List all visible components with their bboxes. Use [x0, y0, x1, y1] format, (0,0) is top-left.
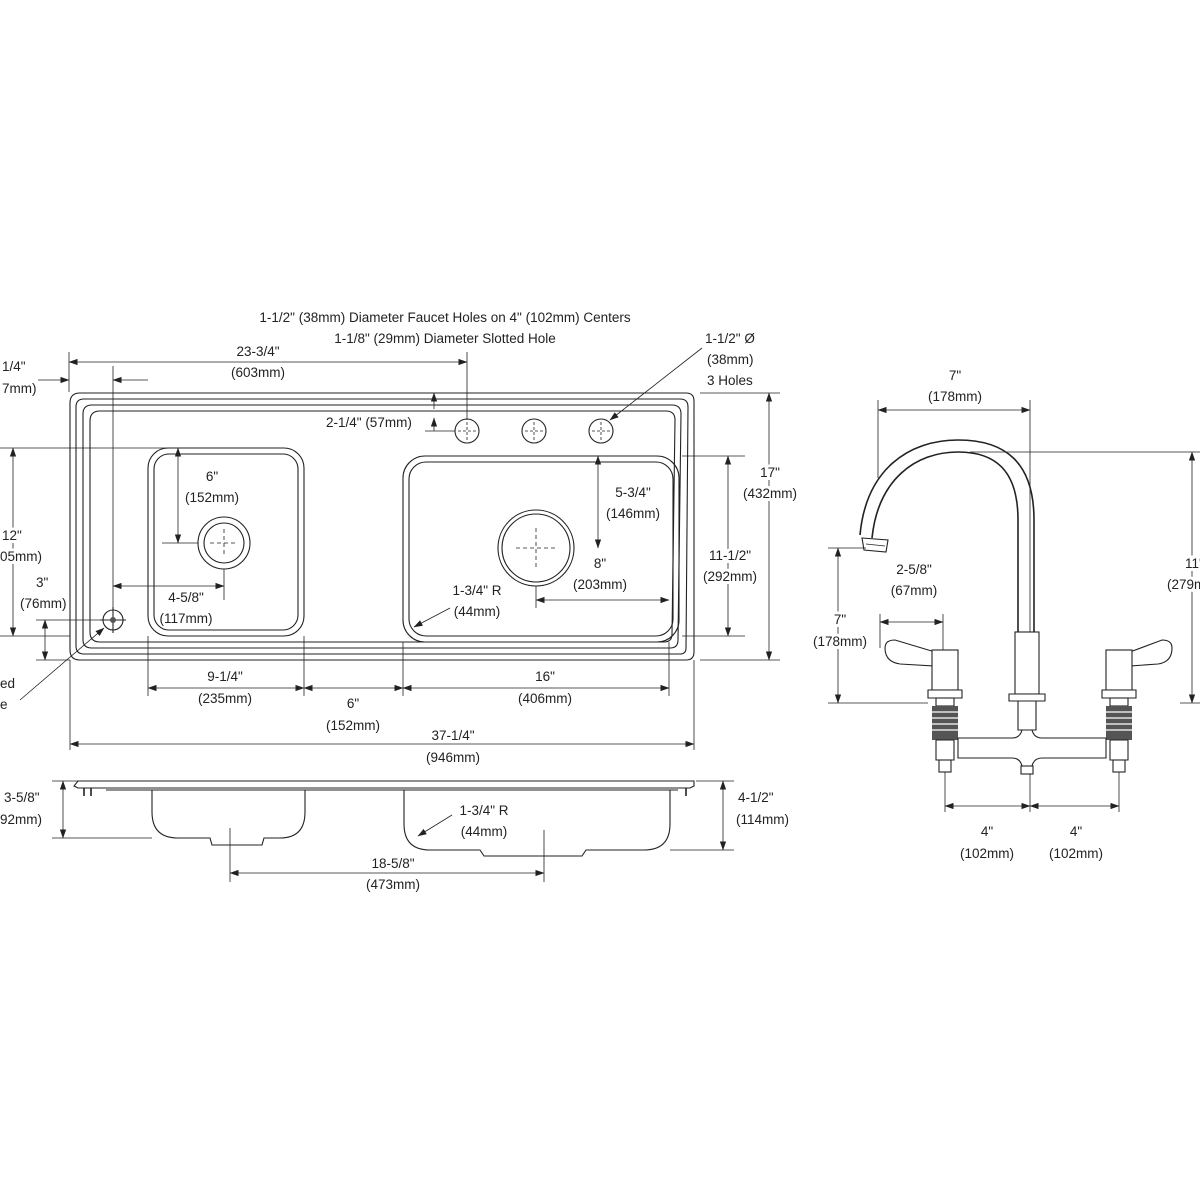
dim-1-4-mm: 7mm) [2, 381, 37, 396]
sink-plan-view [69, 392, 695, 661]
dim-17: 17" [760, 465, 780, 480]
dim-3-mm: (76mm) [20, 596, 67, 611]
dim-16-mm: (406mm) [518, 691, 572, 706]
plan-dimensions: 23-3/4" (603mm) 1/4" 7mm) 1-1/2" Ø (38mm… [0, 331, 800, 765]
faucet-dim-7-side-mm: (178mm) [813, 634, 867, 649]
dim-9-1-4: 9-1/4" [207, 669, 243, 684]
dim-6-vert-mm: (152mm) [185, 490, 239, 505]
dim-radius-1-3-4-mm: (44mm) [454, 604, 501, 619]
dim-6-horiz: 6" [347, 696, 360, 711]
dim-5-3-4-mm: (146mm) [606, 506, 660, 521]
faucet-dim-2-5-8-mm: (67mm) [891, 583, 938, 598]
right-bowl-inner [408, 461, 674, 637]
dim-radius-1-3-4: 1-3/4" R [452, 583, 501, 598]
dim-6-horiz-mm: (152mm) [326, 718, 380, 733]
left-bowl-profile [151, 790, 306, 846]
dim-37-1-4-mm: (946mm) [426, 750, 480, 765]
dim-hole-diameter: 1-1/2" Ø [705, 331, 755, 346]
right-bowl-profile [403, 790, 671, 857]
faucet-dimensions: 7" (178mm) 11' (279m 2-5/8" (67mm) 7" (1… [810, 368, 1200, 861]
faucet-hole-1-icon [454, 418, 480, 444]
dim-4-1-2: 4-1/2" [738, 790, 774, 805]
dim-4-1-2-mm: (114mm) [736, 812, 789, 827]
slotted-hole-label-2: e [0, 697, 8, 712]
slotted-hole-icon [100, 607, 126, 633]
faucet-dim-4-left-mm: (102mm) [960, 846, 1014, 861]
dim-12: 12" [2, 528, 22, 543]
dim-4-5-8: 4-5/8" [168, 590, 204, 605]
sink-rim-third [82, 404, 682, 649]
dim-17-mm: (432mm) [743, 486, 797, 501]
sink-deck-inner [89, 410, 676, 643]
dim-radius-side: 1-3/4" R [459, 803, 508, 818]
dim-8: 8" [594, 556, 607, 571]
dim-radius-side-mm: (44mm) [461, 824, 508, 839]
dim-11-1-2: 11-1/2" [709, 548, 751, 563]
dim-18-5-8: 18-5/8" [371, 856, 414, 871]
faucet-dim-7-top-mm: (178mm) [928, 389, 982, 404]
faucet-dim-4-right: 4" [1070, 824, 1083, 839]
faucet-dim-11-mm: (279m [1167, 577, 1200, 592]
left-handle-icon [884, 639, 963, 773]
dim-9-1-4-mm: (235mm) [198, 691, 252, 706]
faucet-connector-pipe [957, 729, 1107, 767]
faucet-body [1014, 631, 1040, 695]
dim-hole-count: 3 Holes [707, 373, 753, 388]
dim-3-5-8-mm: 92mm) [0, 812, 42, 827]
faucet-dim-7-top: 7" [949, 368, 962, 383]
dim-2-1-4: 2-1/4" (57mm) [326, 415, 412, 430]
dim-3: 3" [36, 575, 49, 590]
faucet-holes-note: 1-1/2" (38mm) Diameter Faucet Holes on 4… [259, 310, 630, 325]
dim-5-3-4: 5-3/4" [615, 485, 651, 500]
dim-4-5-8-mm: (117mm) [159, 611, 212, 626]
right-drain-icon [497, 509, 575, 587]
faucet-spout [871, 451, 1019, 632]
dim-12-mm: 05mm) [0, 549, 42, 564]
sink-rim-outer [69, 392, 695, 661]
faucet-dim-4-left: 4" [981, 824, 994, 839]
right-handle-icon [1101, 639, 1173, 773]
left-drain-icon [197, 516, 251, 570]
dim-16: 16" [535, 669, 555, 684]
faucet-hole-2-icon [521, 418, 547, 444]
left-bowl-outer [147, 447, 305, 637]
faucet-hole-3-icon [588, 418, 614, 444]
faucet-dim-7-side: 7" [834, 612, 847, 627]
dim-3-5-8: 3-5/8" [4, 790, 40, 805]
dim-18-5-8-mm: (473mm) [366, 877, 420, 892]
slotted-hole-note: 1-1/8" (29mm) Diameter Slotted Hole [334, 331, 556, 346]
dim-37-1-4: 37-1/4" [431, 728, 474, 743]
dim-1-4: 1/4" [2, 359, 26, 374]
faucet-dim-11: 11' [1185, 556, 1200, 571]
dim-11-1-2-mm: (292mm) [703, 569, 757, 584]
dim-hole-diameter-mm: (38mm) [707, 352, 754, 367]
faucet-dim-4-right-mm: (102mm) [1049, 846, 1103, 861]
dim-8-mm: (203mm) [573, 577, 627, 592]
slotted-hole-label-1: ed [0, 676, 15, 691]
right-bowl-outer [402, 455, 680, 643]
dim-23-3-4: 23-3/4" [236, 344, 279, 359]
dim-6-vert: 6" [206, 469, 219, 484]
sink-rim-second [75, 398, 689, 655]
faucet-dim-2-5-8: 2-5/8" [896, 562, 932, 577]
sink-side-view: 3-5/8" 92mm) 4-1/2" (114mm) 1-3/4" R (44… [0, 780, 789, 892]
left-bowl-inner [153, 453, 299, 631]
dim-23-3-4-mm: (603mm) [231, 365, 285, 380]
faucet-drawing [859, 439, 1173, 775]
